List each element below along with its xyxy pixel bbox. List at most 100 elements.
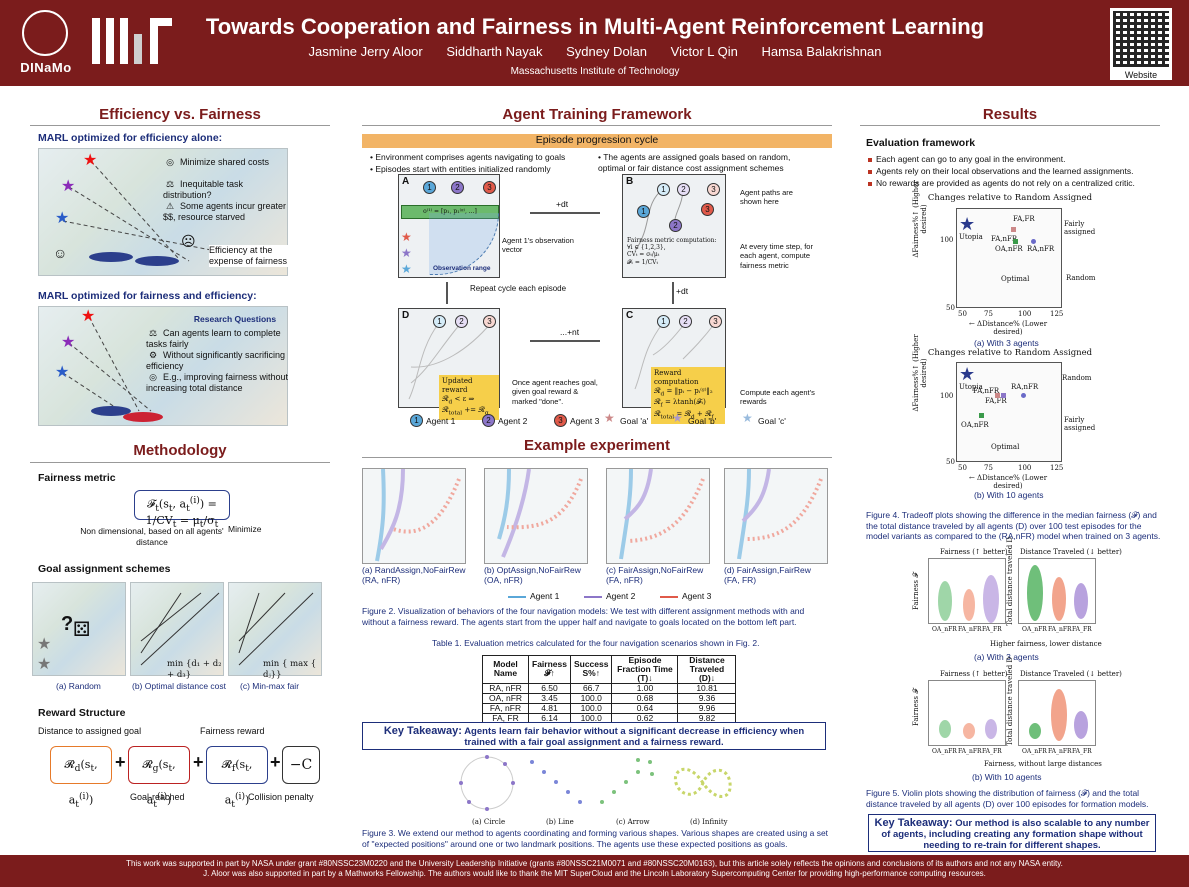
reward-structure-label: Reward Structure [38,707,126,719]
violin-10-fairness [928,680,1006,746]
ytick: 50 [946,304,955,312]
point-label: OA,nFR [995,245,1023,253]
violin-xlabel: FA_FR [982,748,1002,755]
website-qr-code[interactable] [1110,8,1172,70]
utopia-label: Utopia [959,233,983,241]
experiment-fa-nfr-paths [619,469,705,560]
goal-reach-note: Once agent reaches goal, given goal rewa… [512,378,598,406]
violin-10-fairness-shapes [939,719,997,739]
eval-bullet: Each agent can go to any goal in the env… [868,154,1066,164]
violin-10-distance-shapes [1029,689,1088,741]
exp-caption: (a) RandAssign,NoFairRew(RA, nFR) [362,565,466,585]
panel-b: B 1 2 3 3 2 1 Fairness metric computatio… [622,174,726,278]
goal-star-icon: ★ [61,178,76,195]
goal-star-icon: ★ [37,656,52,673]
violin-xlabel: FA_nFR [1048,748,1072,755]
author: Sydney Dolan [566,44,648,59]
point-ra-nfr [1031,239,1036,244]
fairly-assigned-label: Fairly assigned [1064,416,1096,432]
divider [860,125,1160,126]
poster-title: Towards Cooperation and Fairness in Mult… [205,14,985,39]
question-icon: ? [61,613,74,635]
agent-2-dot: 2 [455,315,468,328]
divider [362,457,832,458]
goal-star-icon: ★ [55,210,70,227]
shape-label: (d) Infinity [690,818,728,826]
scheme-caption: (c) Min-max fair [240,681,300,691]
framework-bullet: • The agents are assigned goals based on… [598,152,791,173]
goal-star-icon: ★ [401,246,412,260]
scheme-minmax-graphic [238,592,314,666]
fairness-metric-label: Fairness metric [38,472,116,484]
goal-star-icon: ★ [37,636,52,653]
violin-10-caption: (b) With 10 agents [972,772,1042,782]
poster-footer: This work was supported in part by NASA … [0,855,1189,887]
non-dimensional-note: Non dimensional, based on all agents' di… [80,526,224,547]
point-label: FA,nFR [991,235,1018,243]
framework-bullet: • Episodes start with entities initializ… [370,164,551,174]
note-inequitable: ⚖Inequitable task distribution? [163,179,244,200]
goal-star-icon: ★ [401,262,412,276]
distance-reward-term: 𝓡d(st, at(i)) [50,746,112,810]
agent-1-dot: 1 [657,315,670,328]
violin-ylabel: Total distance traveled D [1006,536,1014,626]
author-list: Jasmine Jerry Aloor Siddharth Nayak Sydn… [180,44,1010,59]
xtick: 75 [984,310,993,318]
agent-1-dot: 1 [423,181,436,194]
minmax-formula: min { max { dⱼ}} [263,659,317,680]
xtick: 75 [984,464,993,472]
fairness-map-illustration: ★ ★ ★ [38,306,288,426]
arrow-down [672,282,674,304]
compute-rewards-note: Compute each agent's rewards [740,388,815,407]
fairness-map-graphic [62,316,163,422]
every-step-note: At every time step, for each agent, comp… [740,242,813,270]
goal-assignment-label: Goal assignment schemes [38,563,171,575]
violin-xlabel: OA_nFR [1022,626,1047,633]
section-title-efficiency: Efficiency vs. Fairness [99,106,261,123]
xtick: 100 [1018,464,1032,472]
affiliation: Massachusetts Institute of Technology [510,66,680,77]
author: Victor L Qin [670,44,738,59]
experiment-ra-nfr-paths [375,469,461,562]
violin-title: Fairness (↑ better) [940,670,1008,678]
ndt-label: ...+nt [560,327,580,337]
violin-title: Distance Traveled (↓ better) [1020,670,1122,678]
violin-title: Fairness (↑ better) [940,548,1008,556]
violin-ylabel: Total distance traveled D [1006,656,1014,746]
gear-icon: ⚙ [148,350,158,360]
dice-icon: ⚄ [73,619,91,641]
collision-note: Collision penalty [248,792,314,802]
table-1-caption: Table 1. Evaluation metrics calculated f… [432,638,760,648]
violin-xlabel: FA_nFR [958,626,982,633]
exp-caption: (b) OptAssign,NoFairRew(OA, nFR) [484,565,581,585]
efficiency-map-illustration: ★ ★ ★ ◎Minimize shared costs ⚖Inequitabl… [38,148,289,276]
point-fa-fr [1011,227,1016,232]
ytick: 100 [940,392,954,400]
efficiency-caption: Efficiency at the expense of fairness [209,245,289,267]
agent-3-dot: 3 [483,181,496,194]
figure-2-caption: Figure 2. Visualization of behaviors of … [362,606,805,627]
experiment-ra-nfr [362,468,466,564]
arrow-left [530,340,600,342]
goal-star-icon: ★ [672,411,683,425]
random-label: Random [1066,274,1096,282]
experiment-fa-nfr [606,468,710,564]
footer-line: J. Aloor was also supported in part by a… [203,869,986,879]
plus-sign: + [193,752,204,772]
scatter-3-ylabel: ΔFairness%↑ (Higher desired) [912,180,928,258]
episode-cycle-banner: Episode progression cycle [362,134,832,148]
point-oa-nfr [979,413,984,418]
goal-star-icon: ★ [81,308,96,325]
ytick: 100 [940,236,954,244]
marl-efficiency-label: MARL optimized for efficiency alone: [38,132,223,144]
goal-star-icon: ★ [55,364,70,381]
violin-ylabel: Fairness 𝓕 [912,572,920,610]
dt-label: +dt [556,199,569,209]
divider [30,462,330,463]
shape-label: (c) Arrow [616,818,650,826]
point-label: OA,nFR [961,421,989,429]
violin-3-note: Higher fairness, lower distance [990,640,1102,648]
point-label: FA,FR [1013,215,1035,223]
